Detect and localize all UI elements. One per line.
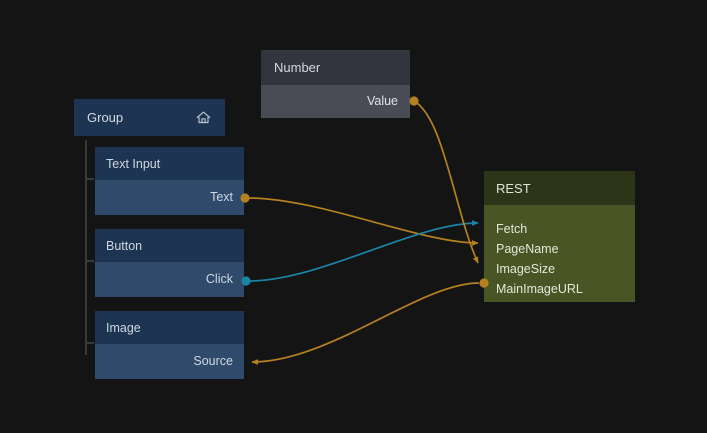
- port-label-mainimageurl: MainImageURL: [496, 282, 583, 296]
- node-text-input-header[interactable]: Text Input: [95, 147, 244, 180]
- node-image-header[interactable]: Image: [95, 311, 244, 344]
- edge-mainimageurl-to-source: [251, 282, 480, 365]
- node-text-input-title: Text Input: [106, 156, 161, 171]
- port-label-value: Value: [366, 94, 398, 108]
- node-group[interactable]: Group: [74, 99, 225, 136]
- port-label-pagename: PageName: [496, 242, 559, 256]
- node-number-header[interactable]: Number: [261, 50, 410, 85]
- port-dot-text[interactable]: [239, 192, 253, 206]
- group-tree-trunk: [85, 140, 87, 355]
- node-button-body: Click: [95, 262, 244, 297]
- port-dot-click[interactable]: [240, 275, 254, 289]
- port-dot-value[interactable]: [408, 95, 422, 109]
- edge-click-to-fetch: [248, 220, 479, 282]
- port-label-text: Text: [210, 190, 233, 204]
- node-rest[interactable]: REST Fetch PageName ImageSize MainImageU…: [484, 171, 635, 302]
- node-text-input-body: Text: [95, 180, 244, 215]
- edge-text-to-pagename: [247, 197, 479, 246]
- port-label-click: Click: [205, 272, 233, 286]
- node-rest-body: Fetch PageName ImageSize MainImageURL: [484, 205, 635, 302]
- port-label-imagesize: ImageSize: [496, 262, 556, 276]
- node-group-header[interactable]: Group: [74, 99, 225, 136]
- node-button-header[interactable]: Button: [95, 229, 244, 262]
- group-tree-branch-3: [85, 342, 94, 344]
- edge-value-to-imagesize: [413, 100, 479, 264]
- port-label-source: Source: [193, 354, 233, 368]
- home-icon[interactable]: [195, 110, 212, 125]
- node-image-title: Image: [106, 320, 141, 335]
- node-button-title: Button: [106, 238, 143, 253]
- port-label-fetch: Fetch: [496, 222, 528, 236]
- node-rest-title: REST: [496, 180, 531, 196]
- group-tree-branch-2: [85, 260, 94, 262]
- group-tree-branch-1: [85, 178, 94, 180]
- node-number[interactable]: Number Value: [261, 50, 410, 118]
- port-dot-mainimageurl[interactable]: [478, 277, 492, 291]
- node-image[interactable]: Image Source: [95, 311, 244, 379]
- node-text-input[interactable]: Text Input Text: [95, 147, 244, 215]
- node-button[interactable]: Button Click: [95, 229, 244, 297]
- node-number-body: Value: [261, 85, 410, 118]
- node-number-title: Number: [274, 60, 321, 75]
- node-rest-header[interactable]: REST: [484, 171, 635, 205]
- node-group-title: Group: [87, 110, 124, 125]
- node-image-body: Source: [95, 344, 244, 379]
